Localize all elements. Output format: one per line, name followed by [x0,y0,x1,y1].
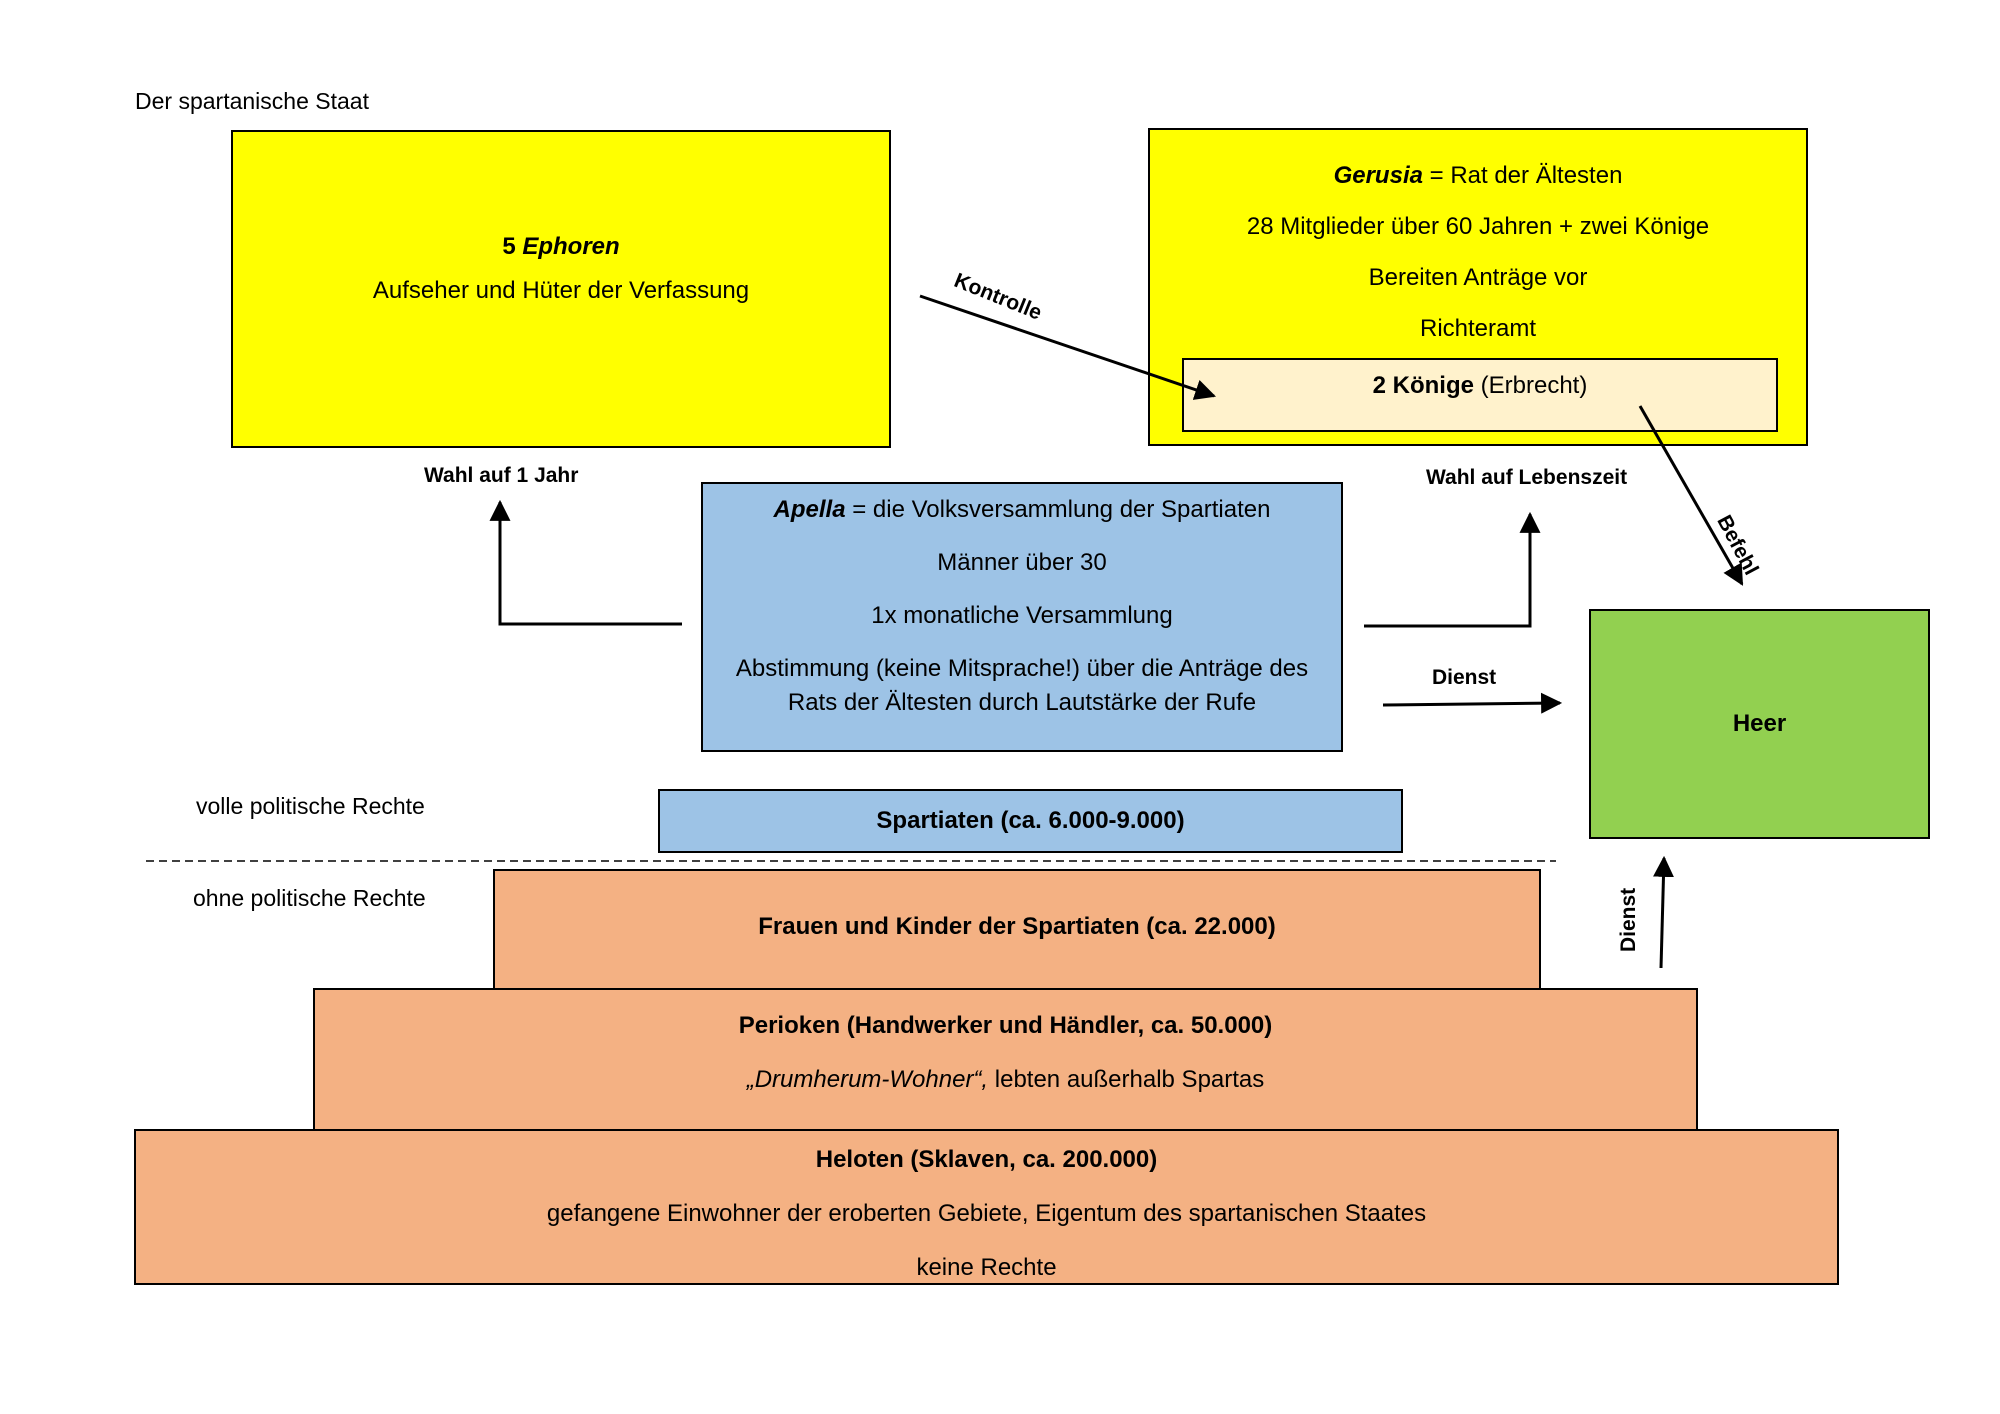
heloten-box: Heloten (Sklaven, ca. 200.000) gefangene… [134,1129,1839,1285]
perioeken-desc-italic: „Drumherum-Wohner“, [746,1066,989,1093]
apella-abstimmung-1: Abstimmung (keine Mitsprache!) über die … [735,655,1309,682]
koenige-title: 2 Könige (Erbrecht) [1373,372,1588,400]
apella-title: Apella = die Volksversammlung der Sparti… [774,496,1271,524]
ephoren-title: 5 Ephoren [502,233,619,261]
gerusia-richteramt: Richteramt [1419,315,1537,342]
wahl-1-jahr-label: Wahl auf 1 Jahr [424,464,579,487]
apella-maenner: Männer über 30 [937,549,1107,576]
koenige-box: 2 Könige (Erbrecht) [1182,358,1778,432]
heloten-rechte: keine Rechte [916,1254,1057,1281]
ohne-rechte-label: ohne politische Rechte [193,885,426,911]
apella-box: Apella = die Volksversammlung der Sparti… [701,482,1343,752]
wahl-lebenszeit-label: Wahl auf Lebenszeit [1426,466,1628,489]
gerusia-members: 28 Mitglieder über 60 Jahren + zwei Köni… [1246,213,1710,240]
befehl-arrow [1638,405,1744,586]
wahl-gerusia-arrow [1364,511,1541,628]
gerusia-antraege: Bereiten Anträge vor [1368,264,1588,291]
dienst-vertical-arrow [1652,855,1674,969]
heer-box: Heer [1589,609,1930,839]
apella-name: Apella [773,496,846,523]
spartiaten-box: Spartiaten (ca. 6.000-9.000) [658,789,1403,853]
ephoren-desc: Aufseher und Hüter der Verfassung [372,277,750,304]
apella-name-suffix: = die Volksversammlung der Spartiaten [845,496,1271,523]
volle-rechte-label: volle politische Rechte [196,793,425,819]
apella-versammlung: 1x monatliche Versammlung [871,602,1173,629]
page-title: Der spartanische Staat [135,88,369,114]
frauen-box: Frauen und Kinder der Spartiaten (ca. 22… [493,869,1541,991]
perioeken-box: Perioken (Handwerker und Händler, ca. 50… [313,988,1698,1131]
perioeken-desc-rest: lebten außerhalb Spartas [988,1066,1265,1093]
dienst-horizontal-label: Dienst [1432,666,1497,689]
perioeken-desc: „Drumherum-Wohner“, lebten außerhalb Spa… [747,1066,1265,1094]
heloten-label: Heloten (Sklaven, ca. 200.000) [815,1146,1158,1173]
ephoren-count: 5 [502,233,516,260]
gerusia-name: Gerusia [1333,162,1423,189]
wahl-ephoren-arrow [489,499,682,626]
perioeken-label: Perioken (Handwerker und Händler, ca. 50… [738,1012,1273,1039]
gerusia-title: Gerusia = Rat der Ältesten [1334,162,1623,190]
kontrolle-arrow [919,294,1216,400]
koenige-name: 2 Könige [1372,372,1474,399]
heer-label: Heer [1732,710,1787,737]
ephoren-name: Ephoren [522,233,620,260]
dienst-horizontal-arrow [1382,692,1563,714]
koenige-suffix: (Erbrecht) [1473,372,1588,399]
heloten-desc: gefangene Einwohner der eroberten Gebiet… [546,1200,1427,1227]
apella-abstimmung-2: Rats der Ältesten durch Lautstärke der R… [787,689,1257,716]
gerusia-name-suffix: = Rat der Ältesten [1422,162,1623,189]
frauen-label: Frauen und Kinder der Spartiaten (ca. 22… [758,913,1276,940]
ephoren-box: 5 Ephoren Aufseher und Hüter der Verfass… [231,130,891,448]
spartiaten-label: Spartiaten (ca. 6.000-9.000) [876,807,1185,834]
